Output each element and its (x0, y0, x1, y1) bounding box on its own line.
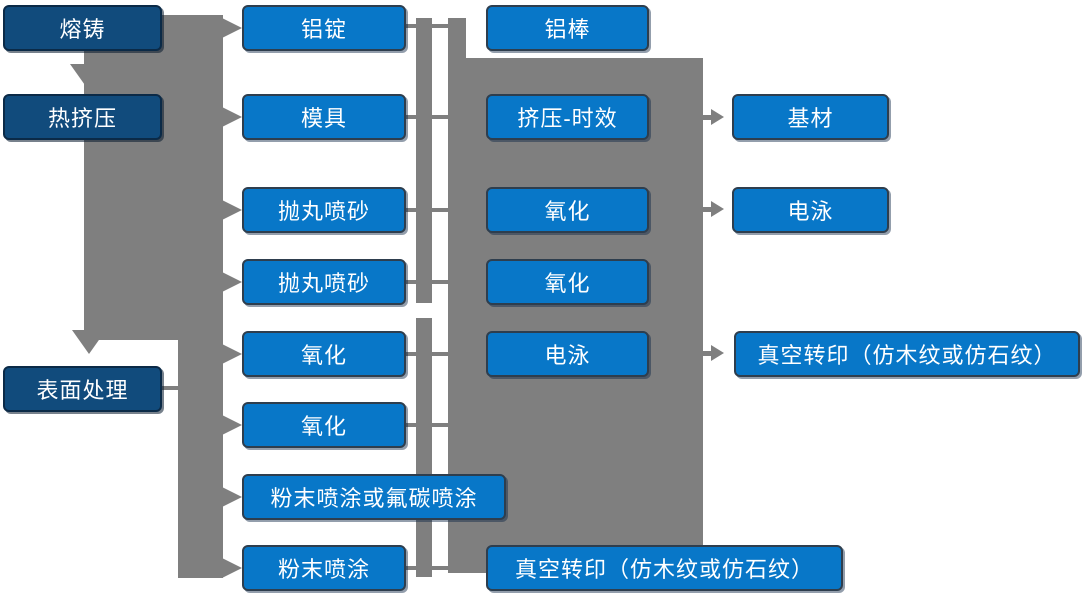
stem-base-material (701, 115, 713, 120)
right-arrow-icon-row6 (222, 415, 242, 435)
flow-node-label: 真空转印（仿木纹或仿石纹） (757, 343, 1057, 368)
flow-node-vacuum-transfer-print-right: 真空转印（仿木纹或仿石纹） (734, 331, 1080, 377)
flow-node-label: 铝棒 (544, 17, 591, 42)
flow-node-label: 抛丸喷砂 (277, 199, 370, 224)
flow-node-shot-blasting-1: 抛丸喷砂 (242, 187, 406, 233)
right-arrow-icon-row8 (222, 558, 242, 578)
stem-vacuum-transfer (701, 351, 713, 356)
right-arrow-icon-electrophoresis (711, 201, 724, 217)
flow-node-oxidation-1: 氧化 (242, 331, 406, 377)
flow-node-powder-coating: 粉末喷涂 (242, 545, 406, 591)
flow-node-label: 氧化 (300, 343, 347, 368)
flow-node-oxidation-2: 氧化 (242, 402, 406, 448)
tick-row8 (406, 566, 487, 570)
flow-node-extrusion-aging: 挤压-时效 (486, 94, 649, 140)
flow-node-label: 氧化 (544, 271, 591, 296)
right-arrow-icon-row2 (222, 107, 242, 127)
flow-node-label: 抛丸喷砂 (277, 271, 370, 296)
flow-node-label: 真空转印（仿木纹或仿石纹） (514, 557, 814, 582)
flow-node-powder-or-fluorocarbon-coating: 粉末喷涂或氟碳喷涂 (242, 474, 506, 520)
flow-node-label: 表面处理 (36, 378, 129, 403)
flow-node-label: 模具 (300, 106, 347, 131)
flow-node-label: 热挤压 (47, 106, 117, 131)
right-arrow-icon-row3 (222, 200, 242, 220)
flow-node-surface-treatment: 表面处理 (3, 366, 162, 412)
flow-node-label: 电泳 (787, 199, 834, 224)
bus-bar-upper (416, 18, 432, 303)
flow-node-label: 基材 (787, 106, 834, 131)
flow-node-shot-blasting-2: 抛丸喷砂 (242, 259, 406, 305)
right-arrow-icon-row5 (222, 344, 242, 364)
right-arrow-icon-row7 (222, 487, 242, 507)
flow-node-vacuum-transfer-print-bottom: 真空转印（仿木纹或仿石纹） (486, 545, 843, 591)
trunk-band (84, 15, 223, 340)
flow-node-aluminum-rod: 铝棒 (486, 5, 649, 51)
flow-node-label: 氧化 (544, 199, 591, 224)
flow-node-electrophoresis-1: 电泳 (486, 331, 649, 377)
center-block-step (448, 18, 466, 63)
flow-node-label: 粉末喷涂或氟碳喷涂 (270, 486, 478, 511)
right-arrow-icon-row1 (222, 18, 242, 38)
right-arrow-icon-row4 (222, 272, 242, 292)
bus-bar-lower (416, 318, 432, 577)
trunk-band-lower (178, 340, 223, 578)
flow-node-electrophoresis-2: 电泳 (732, 187, 889, 233)
flow-node-hot-extrusion: 热挤压 (3, 94, 162, 140)
flow-node-melting-casting: 熔铸 (3, 5, 162, 51)
flow-node-label: 铝锭 (300, 17, 347, 42)
flow-node-label: 氧化 (300, 414, 347, 439)
flow-node-base-material: 基材 (732, 94, 889, 140)
flow-node-oxidation-3: 氧化 (486, 187, 649, 233)
stem-electrophoresis (701, 207, 713, 212)
flow-node-mold: 模具 (242, 94, 406, 140)
down-arrow-icon-surface-treatment (72, 330, 106, 354)
flow-node-label: 熔铸 (59, 17, 106, 42)
stub-surface-treatment (162, 386, 186, 390)
down-arrow-icon-hot-extrusion (70, 64, 104, 88)
right-arrow-icon-vacuum-transfer (711, 345, 724, 361)
flow-node-label: 电泳 (544, 343, 591, 368)
flow-node-label: 挤压-时效 (517, 106, 618, 131)
flow-node-oxidation-4: 氧化 (486, 259, 649, 305)
right-arrow-icon-base-material (711, 109, 724, 125)
flow-node-aluminum-ingot: 铝锭 (242, 5, 406, 51)
flow-node-label: 粉末喷涂 (277, 557, 370, 582)
